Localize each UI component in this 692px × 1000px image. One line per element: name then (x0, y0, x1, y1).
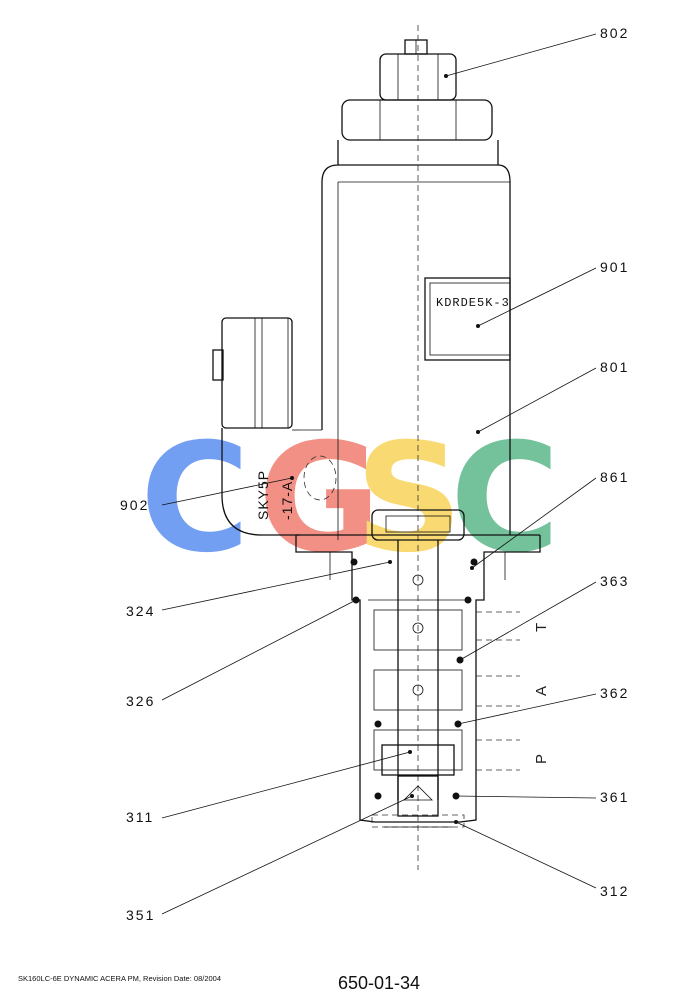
callout-802: 802 (600, 25, 629, 41)
connector-text-1: SKY5P (255, 470, 271, 520)
watermark: C G S C (140, 412, 560, 586)
callout-362: 362 (600, 685, 629, 701)
callout-351: 351 (126, 907, 155, 923)
callout-901: 901 (600, 259, 629, 275)
callout-326: 326 (126, 693, 155, 709)
port-p-label: P (533, 754, 550, 764)
callout-312: 312 (600, 883, 629, 899)
watermark-letter-c1: C (140, 412, 250, 586)
footer-page-code: 650-01-34 (338, 973, 421, 993)
solenoid-body (321, 25, 511, 870)
footer-model-revision: SK160LC-6E DYNAMIC ACERA PM, Revision Da… (18, 974, 222, 983)
flange (295, 534, 541, 580)
connector-text-2: -17-A (279, 481, 295, 520)
seals (350, 558, 478, 800)
port-a-label: A (533, 686, 550, 696)
callout-902: 902 (120, 497, 149, 513)
callout-801: 801 (600, 359, 629, 375)
leader-lines (161, 33, 597, 915)
spool-housing (351, 509, 485, 828)
port-lines (476, 611, 520, 771)
callout-324: 324 (126, 603, 155, 619)
callout-311: 311 (126, 809, 154, 825)
callout-861: 861 (600, 469, 629, 485)
name-plate-text: KDRDE5K-3 (436, 296, 510, 310)
callout-363: 363 (600, 573, 629, 589)
lock-nut (341, 99, 493, 141)
port-t-label: T (533, 623, 550, 632)
watermark-letter-g: G (258, 412, 381, 586)
name-plate: KDRDE5K-3 (424, 277, 511, 361)
connector: SKY5P -17-A (212, 317, 337, 536)
watermark-letter-s: S (355, 412, 463, 586)
callout-361: 361 (600, 789, 629, 805)
